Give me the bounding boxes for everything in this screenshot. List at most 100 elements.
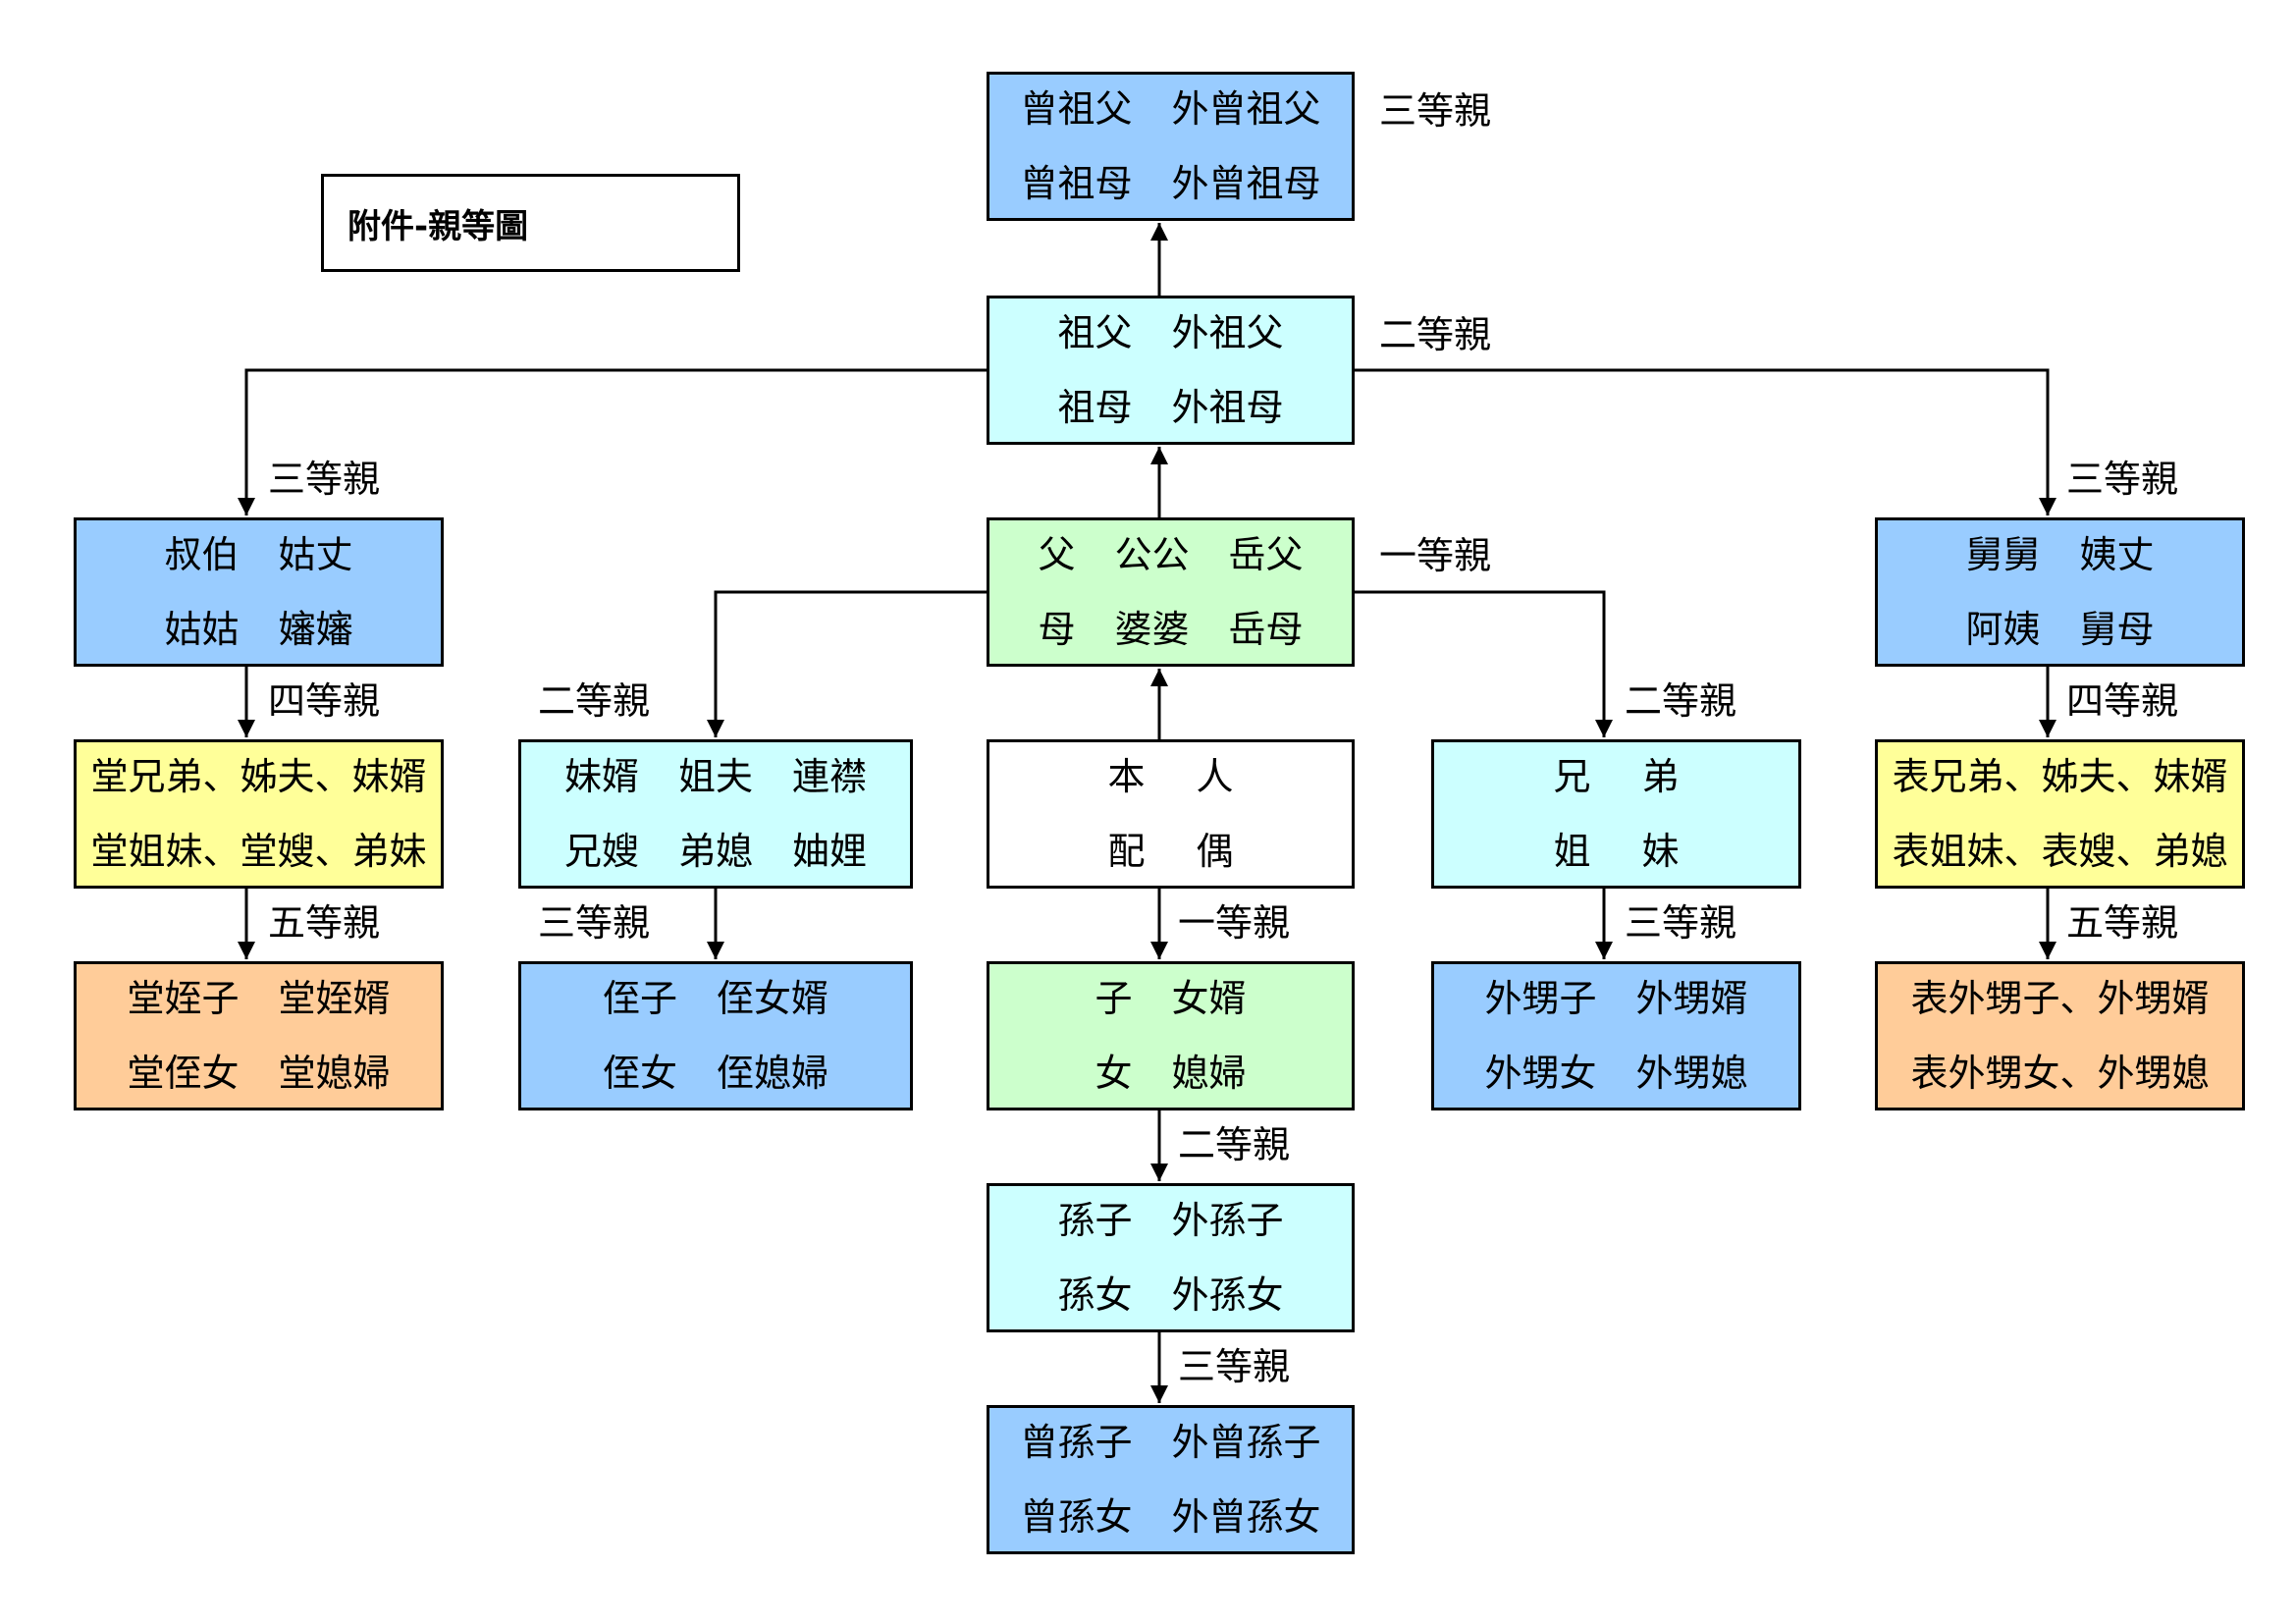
degree-label-maternal-uncles-aunts: 三等親 [2066, 458, 2179, 501]
node-row: 堂姪子堂姪婿 [77, 961, 441, 1036]
node-row: 堂兄弟、姊夫、妹婿 [77, 739, 441, 814]
kin-term: 表兄弟、姊夫、妹婿 [1892, 755, 2228, 798]
kin-term: 外曾孫子 [1171, 1421, 1321, 1464]
node-maternal-cousin-children: 表外甥子、外甥婿表外甥女、外甥媳 [1875, 961, 2245, 1110]
kin-term: 曾孫子 [1020, 1421, 1133, 1464]
node-great-grandchildren: 曾孫子外曾孫子曾孫女外曾孫女 [987, 1405, 1355, 1554]
node-row: 配偶 [989, 814, 1352, 889]
node-maternal-uncles-aunts: 舅舅姨丈阿姨舅母 [1875, 517, 2245, 667]
node-row: 女媳婦 [989, 1036, 1352, 1110]
kin-term: 侄子 [602, 977, 677, 1020]
kin-term: 子 [1095, 977, 1133, 1020]
kin-term: 弟媳 [677, 830, 753, 873]
arrow-parents-to-siblings-in-law [707, 590, 987, 737]
degree-label-maternal-cousins: 四等親 [2066, 679, 2179, 723]
kin-term: 外曾孫女 [1171, 1495, 1321, 1539]
kin-term: 阿姨 [1965, 608, 2041, 651]
node-row: 外甥子外甥婿 [1434, 961, 1798, 1036]
kin-term: 妹 [1641, 830, 1680, 873]
kin-term: 女婿 [1171, 977, 1247, 1020]
kin-term: 曾祖母 [1020, 162, 1133, 205]
degree-label-great-grandchildren: 三等親 [1178, 1345, 1291, 1388]
kin-term: 配 [1107, 830, 1146, 873]
kin-term: 姑丈 [278, 533, 353, 576]
node-grandchildren: 孫子外孫子孫女外孫女 [987, 1183, 1355, 1332]
node-row: 表外甥女、外甥媳 [1878, 1036, 2242, 1110]
node-row: 曾孫女外曾孫女 [989, 1480, 1352, 1554]
node-row: 祖母外祖母 [989, 370, 1352, 445]
node-paternal-uncles-aunts: 叔伯姑丈姑姑嬸嬸 [74, 517, 444, 667]
arrow-parents-to-siblings [1355, 590, 1613, 737]
node-row: 阿姨舅母 [1878, 592, 2242, 667]
degree-label-paternal-uncles-aunts: 三等親 [268, 458, 381, 501]
node-grandparents: 祖父外祖父祖母外祖母 [987, 296, 1355, 445]
kin-term: 母 [1038, 608, 1076, 651]
node-self-spouse: 本人配偶 [987, 739, 1355, 889]
node-great-grandparents: 曾祖父外曾祖父曾祖母外曾祖母 [987, 72, 1355, 221]
node-siblings: 兄弟姐妹 [1431, 739, 1801, 889]
arrow-grandparents-to-maternal-uncles [1355, 368, 2056, 515]
node-row: 母婆婆岳母 [989, 592, 1352, 667]
kin-term: 外祖母 [1171, 386, 1284, 429]
kin-term: 孫子 [1057, 1199, 1133, 1242]
node-row: 外甥女外甥媳 [1434, 1036, 1798, 1110]
node-row: 祖父外祖父 [989, 296, 1352, 370]
kin-term: 媳婦 [1171, 1052, 1247, 1095]
kin-term: 外甥媳 [1635, 1052, 1748, 1095]
kin-term: 侄女 [602, 1052, 677, 1095]
kin-term: 表外甥子、外甥婿 [1910, 977, 2210, 1020]
kin-term: 公公 [1114, 533, 1190, 576]
node-row: 叔伯姑丈 [77, 517, 441, 592]
node-children: 子女婿女媳婦 [987, 961, 1355, 1110]
kin-term: 侄女婿 [717, 977, 829, 1020]
kin-term: 堂姪婿 [278, 977, 391, 1020]
kin-term: 表外甥女、外甥媳 [1910, 1052, 2210, 1095]
kin-term: 外祖父 [1171, 311, 1284, 354]
node-maternal-cousins: 表兄弟、姊夫、妹婿表姐妹、表嫂、弟媳 [1875, 739, 2245, 889]
node-row: 兄弟 [1434, 739, 1798, 814]
kin-term: 妹婿 [563, 755, 639, 798]
kin-term: 外甥女 [1484, 1052, 1597, 1095]
kin-term: 堂侄女 [127, 1052, 240, 1095]
node-row: 父公公岳父 [989, 517, 1352, 592]
node-parents: 父公公岳父母婆婆岳母 [987, 517, 1355, 667]
kin-term: 堂姪子 [127, 977, 240, 1020]
degree-label-siblings-in-law: 二等親 [538, 679, 651, 723]
degree-label-grandparents: 二等親 [1379, 313, 1492, 356]
kin-term: 堂媳婦 [278, 1052, 391, 1095]
node-row: 侄子侄女婿 [521, 961, 910, 1036]
node-row: 侄女侄媳婦 [521, 1036, 910, 1110]
node-row: 堂侄女堂媳婦 [77, 1036, 441, 1110]
kin-term: 岳母 [1228, 608, 1304, 651]
degree-label-sibling-children: 三等親 [1625, 901, 1737, 945]
kin-term: 人 [1196, 755, 1234, 798]
kin-term: 岳父 [1228, 533, 1304, 576]
degree-label-maternal-cousin-children: 五等親 [2066, 901, 2179, 945]
kin-term: 姑姑 [164, 608, 240, 651]
diagram-title: 附件-親等圖 [347, 206, 529, 246]
kin-term: 祖母 [1057, 386, 1133, 429]
node-row: 曾祖母外曾祖母 [989, 146, 1352, 221]
kin-term: 曾祖父 [1020, 87, 1133, 131]
node-sibling-children: 外甥子外甥婿外甥女外甥媳 [1431, 961, 1801, 1110]
node-row: 堂姐妹、堂嫂、弟妹 [77, 814, 441, 889]
kin-term: 連襟 [792, 755, 868, 798]
kin-term: 侄媳婦 [717, 1052, 829, 1095]
title-box: 附件-親等圖 [321, 174, 740, 272]
kin-term: 外曾祖父 [1171, 87, 1321, 131]
kin-term: 姐 [1553, 830, 1591, 873]
degree-label-parents: 一等親 [1379, 534, 1492, 577]
kin-term: 叔伯 [164, 533, 240, 576]
kin-term: 孫女 [1057, 1273, 1133, 1317]
node-row: 姐妹 [1434, 814, 1798, 889]
node-row: 妹婿姐夫連襟 [521, 739, 910, 814]
node-paternal-cousins: 堂兄弟、姊夫、妹婿堂姐妹、堂嫂、弟妹 [74, 739, 444, 889]
degree-label-paternal-cousin-children: 五等親 [268, 901, 381, 945]
kin-term: 弟 [1641, 755, 1680, 798]
node-row: 表兄弟、姊夫、妹婿 [1878, 739, 2242, 814]
kin-term: 舅舅 [1965, 533, 2041, 576]
kin-term: 本 [1107, 755, 1146, 798]
kin-term: 偶 [1196, 830, 1234, 873]
node-row: 兄嫂弟媳妯娌 [521, 814, 910, 889]
